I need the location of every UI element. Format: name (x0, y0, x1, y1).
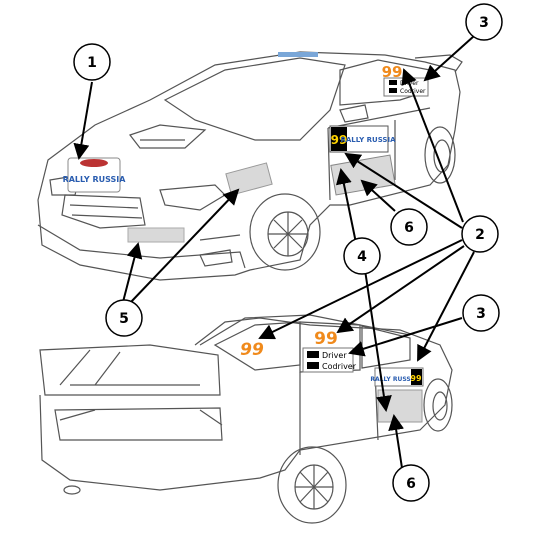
top-car-stickers: RALLY RUSSIA 99 RALLY RUSSIA 99 Driver C… (63, 52, 429, 243)
rear-door-plate-text: RALLY RUSSIA (370, 376, 418, 383)
front-door-plate-text: RALLY RUSSIA (340, 136, 396, 144)
callout-6-top-label: 6 (404, 220, 414, 236)
callouts: 1 3 2 6 4 5 3 6 (73, 3, 503, 502)
side-window-number-bottom: 99 (314, 329, 338, 349)
crew-codriver-bottom: Codriver (322, 362, 357, 371)
rear-window-number-top: 99 (382, 63, 403, 81)
callout-3-top-label: 3 (479, 15, 489, 31)
rear-door-number: 99 (410, 374, 422, 383)
callout-1-label: 1 (87, 55, 97, 71)
top-car-front-view (37, 51, 463, 281)
front-door-gray-sticker (330, 154, 396, 196)
front-door-number-plate: 99 RALLY RUSSIA (329, 125, 396, 153)
bumper-gray-sticker (127, 227, 185, 243)
callout-1: 1 (73, 43, 111, 81)
callout-3-top: 3 (465, 3, 503, 41)
hood-plate-text: RALLY RUSSIA (63, 175, 127, 184)
callout-2-label: 2 (475, 227, 485, 243)
crew-driver-bottom: Driver (322, 351, 347, 360)
callout-3-bottom: 3 (462, 294, 500, 332)
hood-rally-plate: RALLY RUSSIA (63, 157, 127, 193)
callout-3-bottom-label: 3 (476, 306, 486, 322)
bottom-car-stickers: 99 99 Driver Codriver RALLY RUSSIA 99 (240, 329, 424, 423)
callout-2: 2 (461, 215, 499, 253)
rear-window-number-bottom: 99 (240, 340, 264, 360)
fender-gray-sticker (225, 162, 273, 196)
callout-6-bottom: 6 (392, 464, 430, 502)
callout-5: 5 (105, 299, 143, 337)
callout-4-label: 4 (357, 249, 367, 265)
callout-6-bottom-label: 6 (406, 476, 416, 492)
callout-4: 4 (343, 237, 381, 275)
windshield-banner (278, 52, 318, 57)
leader-arrows (73, 35, 475, 469)
callout-5-label: 5 (119, 311, 129, 327)
callout-6-top: 6 (390, 208, 428, 246)
front-door-number: 99 (331, 133, 348, 147)
bottom-car-rear-view (39, 314, 453, 524)
